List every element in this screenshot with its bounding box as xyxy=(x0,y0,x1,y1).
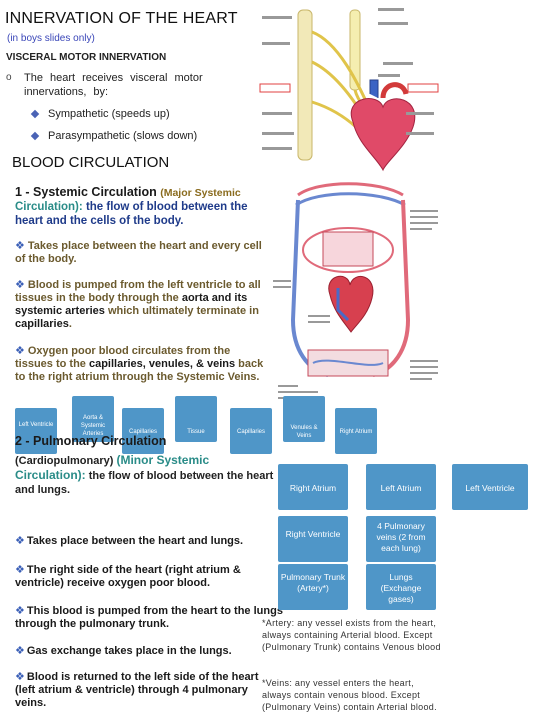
diamond-bullet-icon: ❖ xyxy=(15,240,25,252)
systemic-flow-tissue: Tissue xyxy=(187,429,205,435)
blood-circulation-heading: BLOOD CIRCULATION xyxy=(12,154,170,171)
pulmonary-point-2: ❖The right side of the heart (right atri… xyxy=(15,564,241,589)
diamond-bullet-icon: ❖ xyxy=(15,279,25,291)
intro-text: The heart receives visceral motor innerv… xyxy=(24,72,203,98)
diamond-bullet-icon: ❖ xyxy=(15,345,25,357)
pulm-flow-right-ventricle: Right Ventricle xyxy=(285,529,341,539)
pulm-flow-lungs: Lungs (Exchange gases) xyxy=(380,572,422,604)
list-item-sympathetic: Sympathetic (speeds up) xyxy=(30,108,170,120)
diamond-bullet-icon xyxy=(30,109,40,119)
pulm-flow-left-ventricle: Left Ventricle xyxy=(465,483,515,493)
pulmonary-point-5: ❖Blood is returned to the left side of t… xyxy=(15,671,259,709)
page-title: INNERVATION OF THE HEART xyxy=(5,10,238,27)
bullet-marker: o xyxy=(6,72,12,83)
diamond-bullet-icon: ❖ xyxy=(15,605,25,617)
circulation-diagram xyxy=(268,180,443,402)
systemic-definition: Circulation): the flow of blood between … xyxy=(15,201,248,227)
artery-note: *Artery: any vessel exists from the hear… xyxy=(262,618,441,652)
innervation-diagram xyxy=(258,2,440,172)
diamond-bullet-icon: ❖ xyxy=(15,671,25,683)
diamond-bullet-icon xyxy=(30,131,40,141)
pulm-flow-left-atrium: Left Atrium xyxy=(380,483,422,493)
systemic-flow-capillaries-2: Capillaries xyxy=(236,429,265,435)
systemic-point-2: ❖Blood is pumped from the left ventricle… xyxy=(15,279,261,330)
pulm-flow-right-atrium: Right Atrium xyxy=(289,483,337,493)
pulmonary-heading: 2 - Pulmonary Circulation xyxy=(15,434,167,448)
pulm-flow-pulmonary-trunk: Pulmonary Trunk (Artery*) xyxy=(280,572,346,593)
pulmonary-point-4: ❖Gas exchange takes place in the lungs. xyxy=(15,645,232,657)
section-heading-innervation: VISCERAL MOTOR INNERVATION xyxy=(6,52,167,63)
systemic-flow-right-atrium: Right Atrium xyxy=(339,429,373,435)
pulmonary-point-3: ❖This blood is pumped from the heart to … xyxy=(15,605,283,630)
systemic-flow-chart xyxy=(15,396,377,454)
systemic-point-3: ❖Oxygen poor blood circulates from the t… xyxy=(15,345,264,383)
diamond-bullet-icon: ❖ xyxy=(15,535,25,547)
diamond-bullet-icon: ❖ xyxy=(15,564,25,576)
systemic-flow-aorta: Aorta & Systemic Arteries xyxy=(80,415,106,437)
systemic-flow-left-ventricle: Left Ventricle xyxy=(18,422,54,428)
pulmonary-point-1: ❖Takes place between the heart and lungs… xyxy=(15,535,244,547)
diamond-bullet-icon: ❖ xyxy=(15,645,25,657)
veins-note: *Veins: any vessel enters the heart, alw… xyxy=(262,678,437,712)
systemic-flow-venules: Venules & Veins xyxy=(290,425,318,439)
pulmonary-definition: (Cardiopulmonary) (Minor Systemic Circul… xyxy=(15,453,274,496)
systemic-flow-capillaries: Capillaries xyxy=(128,429,157,435)
systemic-point-1: ❖Takes place between the heart and every… xyxy=(15,240,262,265)
list-item-parasympathetic: Parasympathetic (slows down) xyxy=(30,130,197,142)
systemic-heading: 1 - Systemic Circulation (Major Systemic xyxy=(15,185,241,199)
pulm-flow-pulmonary-veins: 4 Pulmonary veins (2 from each lung) xyxy=(376,521,426,553)
page-subtitle: (in boys slides only) xyxy=(7,33,95,44)
pulmonary-flow-chart xyxy=(278,464,528,610)
